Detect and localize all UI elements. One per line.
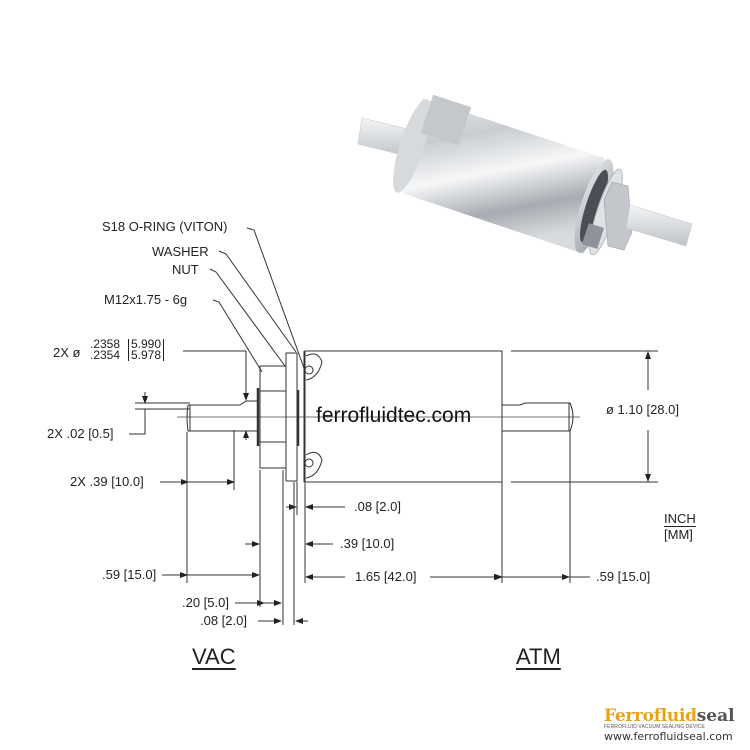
brand-tagline: FERROFLUID VACUUM SEALING DEVICE	[604, 724, 705, 730]
units-secondary: [MM]	[664, 527, 693, 542]
nut-callout: NUT	[172, 262, 199, 277]
shaft-diameter-prefix: 2X ø	[53, 345, 81, 360]
flat-length-dimension: 2X .39 [10.0]	[70, 474, 144, 489]
body-length-dimension: 1.65 [42.0]	[355, 569, 417, 584]
atm-shaft-dimension: .59 [15.0]	[596, 569, 651, 584]
nut-thickness-dimension: .20 [5.0]	[182, 595, 229, 610]
washer-callout: WASHER	[152, 244, 209, 259]
brand-name: Ferrofluidseal	[604, 706, 735, 726]
vac-side-label: VAC	[192, 644, 236, 669]
flange-gap-dimension: .08 [2.0]	[354, 499, 401, 514]
shaft-diameter-mm: 5.990 5.978	[128, 337, 165, 362]
body-diameter-dimension: ø 1.10 [28.0]	[606, 402, 679, 417]
washer-thickness-dimension: .08 [2.0]	[200, 613, 247, 628]
watermark-text: ferrofluidtec.com	[316, 404, 472, 427]
brand-logo: Ferrofluidseal FERROFLUID VACUUM SEALING…	[604, 706, 735, 743]
thread-callout: M12x1.75 - 6g	[104, 292, 188, 307]
shaft-diameter-inch-max: .2358	[90, 337, 121, 351]
units-primary: INCH	[664, 511, 696, 526]
flat-depth-dimension: 2X .02 [0.5]	[47, 426, 114, 441]
brand-secondary: seal	[696, 706, 735, 726]
shaft-diameter-inch: .2358 .2354	[90, 337, 121, 362]
brand-url[interactable]: www.ferrofluidseal.com	[604, 730, 733, 743]
thread-length-dimension: .39 [10.0]	[340, 536, 395, 551]
shaft-diameter-inch-min: .2354	[90, 348, 121, 362]
shaft-diameter-mm-min: 5.978	[131, 348, 162, 362]
shaft-diameter-mm-max: 5.990	[131, 337, 162, 351]
brand-primary: Ferrofluid	[604, 706, 697, 726]
atm-side-label: ATM	[516, 644, 561, 669]
oring-callout: S18 O-RING (VITON)	[102, 219, 228, 234]
vac-shaft-dimension: .59 [15.0]	[102, 567, 157, 582]
